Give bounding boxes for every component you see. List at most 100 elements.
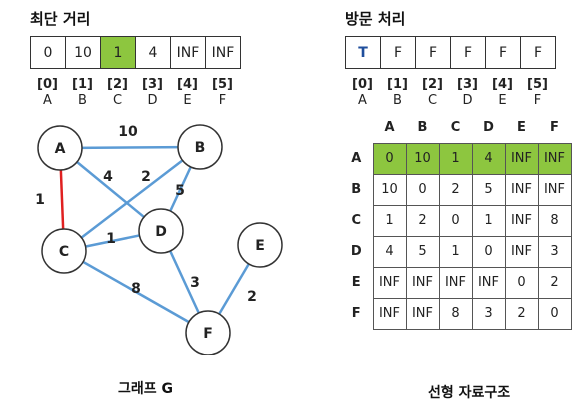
matrix-cell: 1 <box>471 204 506 237</box>
node-label: D <box>462 93 473 108</box>
matrix-row-header: D <box>350 244 362 259</box>
matrix-cell: INF <box>504 235 539 268</box>
matrix-cell: INF <box>405 297 440 330</box>
matrix-cell: 0 <box>405 173 440 206</box>
graph-node-E <box>237 222 283 268</box>
edge-weight-label-B-D: 5 <box>175 183 185 199</box>
graph-edge-C-F <box>63 249 209 335</box>
matrix-cell: 0 <box>504 266 539 299</box>
matrix-row-highlighted: A 0 10 1 4 INF INF <box>340 142 572 175</box>
matrix-cell: 1 <box>372 204 407 237</box>
graph-node-label-E: E <box>255 238 265 254</box>
matrix-cell: 1 <box>438 235 473 268</box>
graph-node-C <box>41 228 87 274</box>
graph-node-label-A: A <box>55 141 66 157</box>
matrix-cell: INF <box>372 266 407 299</box>
distance-title: 최단 거리 <box>30 10 91 28</box>
matrix-cell: 8 <box>438 297 473 330</box>
edge-weight-label-A-C: 1 <box>35 192 45 208</box>
matrix-cell: 2 <box>405 204 440 237</box>
graph-caption: 그래프 G <box>118 381 174 397</box>
node-label: A <box>358 93 367 108</box>
index-label: [4] <box>492 77 513 92</box>
index-label: [3] <box>457 77 478 92</box>
matrix-row: E INF INF INF INF 0 2 <box>340 266 572 299</box>
graph-edge-A-B <box>59 145 201 150</box>
adjacency-matrix: A B C D E F A 0 10 1 4 INF INF B 10 0 2 … <box>340 112 572 330</box>
index-label: [1] <box>72 77 93 92</box>
matrix-row-header: B <box>351 182 362 197</box>
index-label: [5] <box>212 77 233 92</box>
matrix-row-header: F <box>351 306 361 321</box>
edge-weight-label-A-B: 10 <box>118 124 138 140</box>
matrix-cell: 10 <box>405 142 440 175</box>
matrix-cell: 4 <box>471 142 506 175</box>
matrix-cell: 3 <box>471 297 506 330</box>
index-label: [4] <box>177 77 198 92</box>
matrix-cell: 4 <box>372 235 407 268</box>
graph-node-F <box>185 310 231 355</box>
matrix-cell: INF <box>372 297 407 330</box>
distance-cell-highlighted: 1 <box>100 36 136 69</box>
matrix-col-header: A <box>384 119 395 135</box>
node-label: A <box>43 93 52 108</box>
matrix-cell: 5 <box>471 173 506 206</box>
edge-weight-label-C-D: 1 <box>106 231 116 247</box>
distance-cell: 10 <box>65 36 101 69</box>
matrix-cell: 0 <box>471 235 506 268</box>
distance-cell: INF <box>170 36 206 69</box>
visited-title: 방문 처리 <box>345 10 406 28</box>
index-label: [2] <box>422 77 443 92</box>
matrix-cell: INF <box>537 173 572 206</box>
index-label: [0] <box>352 77 373 92</box>
node-label: B <box>393 93 402 108</box>
node-label: C <box>427 93 438 108</box>
matrix-cell: 8 <box>537 204 572 237</box>
visited-cell: F <box>520 36 556 69</box>
edge-weight-label-B-C: 2 <box>141 169 151 185</box>
graph-edge-B-C <box>63 146 201 252</box>
distance-array: 0 10 1 4 INF INF <box>30 36 241 69</box>
node-label: B <box>78 93 87 108</box>
node-label: C <box>112 93 123 108</box>
matrix-cell: INF <box>504 204 539 237</box>
node-label: E <box>183 93 192 108</box>
visited-cell: F <box>485 36 521 69</box>
edge-weight-label-A-D: 4 <box>103 169 113 185</box>
matrix-row-header: C <box>351 213 362 228</box>
matrix-cell: 2 <box>537 266 572 299</box>
graph-node-A <box>37 125 83 171</box>
graph-node-label-B: B <box>195 140 206 156</box>
distance-cell: INF <box>205 36 241 69</box>
visited-index-labels: [0]A [1]B [2]C [3]D [4]E [5]F <box>345 77 555 109</box>
matrix-cell: 0 <box>438 204 473 237</box>
edge-weight-label-C-F: 8 <box>131 281 141 297</box>
matrix-row: F INF INF 8 3 2 0 <box>340 297 572 330</box>
distance-cell: 0 <box>30 36 66 69</box>
matrix-cell: 2 <box>504 297 539 330</box>
matrix-cell: 3 <box>537 235 572 268</box>
matrix-cell: 10 <box>372 173 407 206</box>
graph-node-label-C: C <box>59 244 69 260</box>
index-label: [0] <box>37 77 58 92</box>
matrix-col-header: B <box>417 119 428 135</box>
visited-cell-true: T <box>345 36 381 69</box>
edge-weight-label-D-F: 3 <box>190 275 200 291</box>
edge-weight-label-E-F: 2 <box>247 289 257 305</box>
visited-cell: F <box>450 36 486 69</box>
graph-node-B <box>177 124 223 170</box>
matrix-row: D 4 5 1 0 INF 3 <box>340 235 572 268</box>
matrix-cell: 2 <box>438 173 473 206</box>
node-label: F <box>533 93 542 108</box>
matrix-row-header: E <box>351 275 361 290</box>
matrix-col-header: D <box>483 119 494 135</box>
index-label: [5] <box>527 77 548 92</box>
graph-node-label-F: F <box>203 326 213 342</box>
matrix-corner <box>340 112 373 143</box>
index-label: [2] <box>107 77 128 92</box>
visited-array: T F F F F F <box>345 36 556 69</box>
node-label: F <box>218 93 227 108</box>
distance-index-labels: [0]A [1]B [2]C [3]D [4]E [5]F <box>30 77 240 109</box>
matrix-row: B 10 0 2 5 INF INF <box>340 173 572 206</box>
